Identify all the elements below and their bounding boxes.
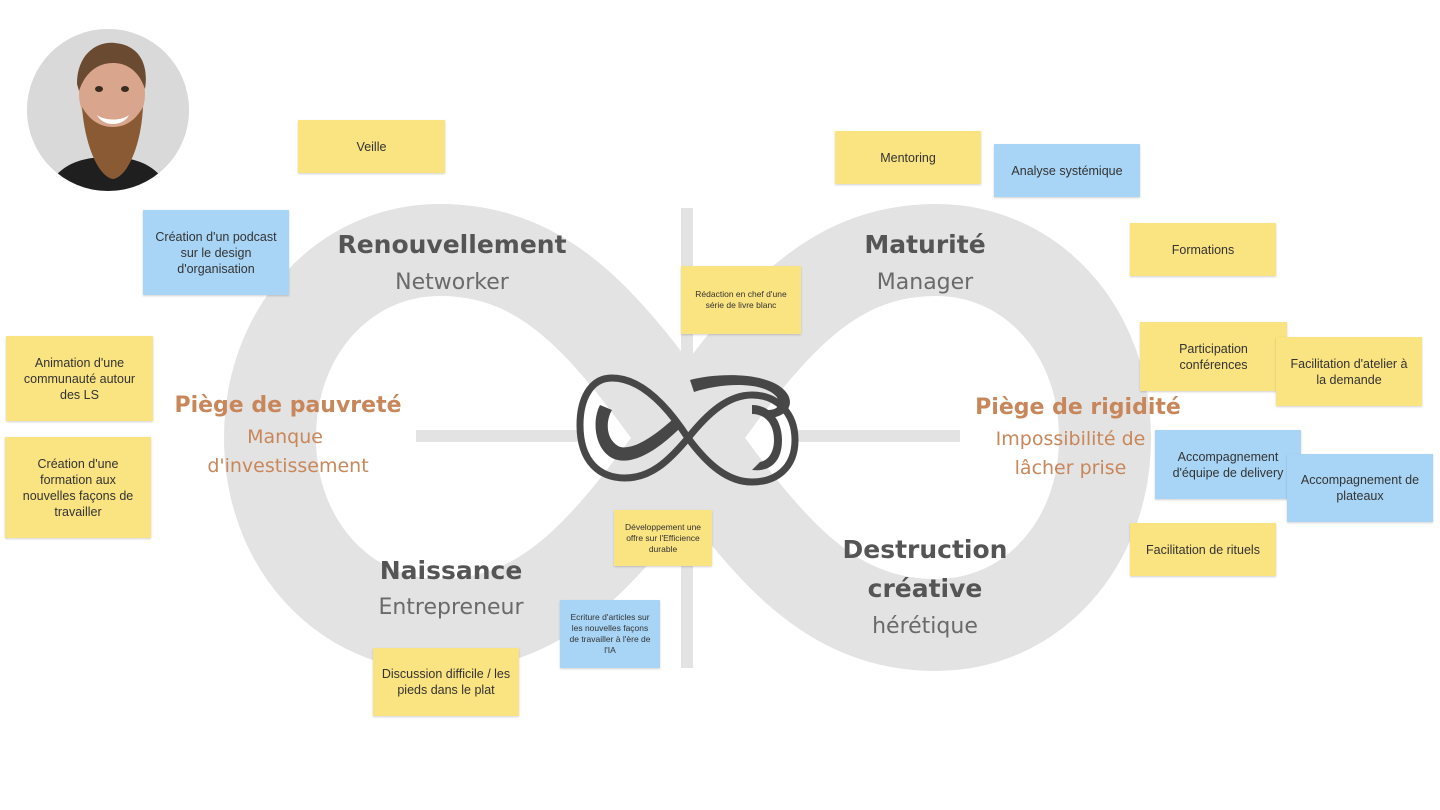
sticky-note-communaute[interactable]: Animation d'une communauté autour des LS [6,336,153,421]
trap-left-line2: d'investissement [160,452,416,481]
sticky-note-ecriture[interactable]: Ecriture d'articles sur les nouvelles fa… [560,600,660,668]
quadrant-top-left-subtitle: Networker [302,268,602,298]
horizontal-axis-right [795,430,960,442]
quadrant-top-right-title: Maturité [800,226,1050,264]
quadrant-bottom-right-subtitle: hérétique [800,612,1050,642]
quadrant-bottom-left-title: Naissance [326,552,576,590]
sticky-note-podcast[interactable]: Création d'un podcast sur le design d'or… [143,210,289,295]
avatar [27,29,189,191]
quadrant-top-left-title: Renouvellement [302,226,602,264]
trap-right-line1: Impossibilité de [968,425,1173,454]
trap-right-title: Piège de rigidité [958,393,1198,423]
trap-left-title: Piège de pauvreté [160,391,416,421]
sticky-note-accompagnement-plateaux[interactable]: Accompagnement de plateaux [1287,454,1433,522]
sticky-note-discussion[interactable]: Discussion difficile / les pieds dans le… [373,648,519,716]
sticky-note-analyse[interactable]: Analyse systémique [994,144,1140,197]
quadrant-bottom-right-title-line1: Destruction [800,531,1050,569]
sticky-note-veille[interactable]: Veille [298,120,445,173]
person-photo-icon [27,29,189,191]
trap-right-line2: lâcher prise [968,454,1173,483]
sticky-note-formations[interactable]: Formations [1130,223,1276,276]
quadrant-bottom-right-title-line2: créative [800,570,1050,608]
sticky-note-participation[interactable]: Participation conférences [1140,322,1287,391]
sticky-note-formation-aux[interactable]: Création d'une formation aux nouvelles f… [5,437,151,538]
sticky-note-accompagnement-delivery[interactable]: Accompagnement d'équipe de delivery [1155,430,1301,499]
sticky-note-redaction[interactable]: Rédaction en chef d'une série de livre b… [681,266,801,334]
trap-left-line1: Manque [160,423,410,452]
horizontal-axis-left [416,430,581,442]
sticky-note-developpement[interactable]: Développement une offre sur l'Efficience… [614,510,712,566]
quadrant-top-right-subtitle: Manager [800,268,1050,298]
sticky-note-mentoring[interactable]: Mentoring [835,131,981,184]
quadrant-bottom-left-subtitle: Entrepreneur [326,593,576,623]
sticky-note-facilitation-rituels[interactable]: Facilitation de rituels [1130,523,1276,576]
sticky-note-facilitation-atelier[interactable]: Facilitation d'atelier à la demande [1276,337,1422,406]
